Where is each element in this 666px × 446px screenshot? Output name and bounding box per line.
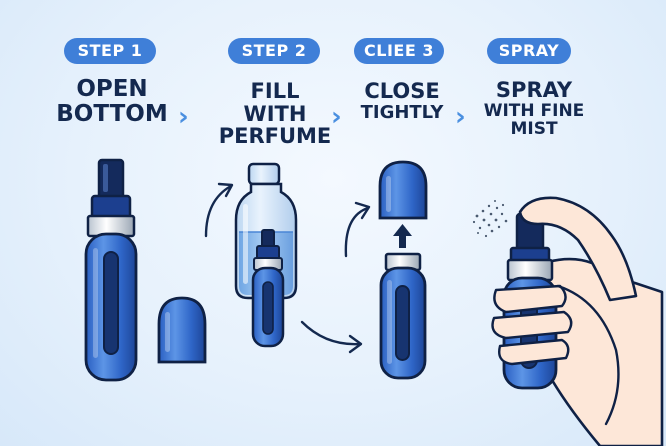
step-1-title-line-2: BOTTOM (56, 100, 168, 127)
step-3-title-line-2: TIGHTLY (360, 101, 444, 123)
cap-above (378, 160, 428, 220)
step-4-title-line-3: MIST (510, 119, 558, 140)
atomizer-open (84, 158, 138, 382)
step-2-title-line-2: WITH (243, 101, 307, 126)
cap-removed (157, 296, 207, 364)
step-2-title: FILL WITH PERFUME (210, 80, 340, 148)
step-2-title-line-1: FILL (250, 79, 300, 103)
step-3-badge: CLIEE 3 (354, 38, 444, 64)
chevron-right-icon: › (455, 102, 466, 132)
mist-spray (472, 200, 508, 238)
curved-arrow-icon (204, 182, 234, 238)
curved-arrow-icon (344, 201, 371, 258)
step-1-badge: STEP 1 (64, 38, 156, 64)
atomizer-closing (379, 252, 427, 380)
hand-fingers (491, 196, 638, 426)
arrow-up-icon (393, 224, 412, 248)
step-4-title: SPRAY WITH FINE MIST (478, 78, 590, 140)
chevron-right-icon: › (331, 102, 342, 132)
step-4-title-line-2: WITH FINE (483, 100, 585, 121)
curved-arrow-icon (300, 320, 363, 354)
step-1-title: OPEN BOTTOM (52, 77, 172, 127)
step-2-title-line-3: PERFUME (218, 124, 332, 149)
step-2-badge: STEP 2 (228, 38, 320, 64)
step-3-title: CLOSE TIGHTLY (344, 80, 460, 122)
step-4-title-line-1: SPRAY (495, 78, 573, 102)
atomizer-in-bottle (251, 229, 285, 348)
step-4-badge: SPRAY (487, 38, 571, 64)
chevron-right-icon: › (178, 102, 189, 132)
step-1-title-line-1: OPEN (76, 76, 148, 102)
step-3-title-line-1: CLOSE (364, 79, 440, 103)
